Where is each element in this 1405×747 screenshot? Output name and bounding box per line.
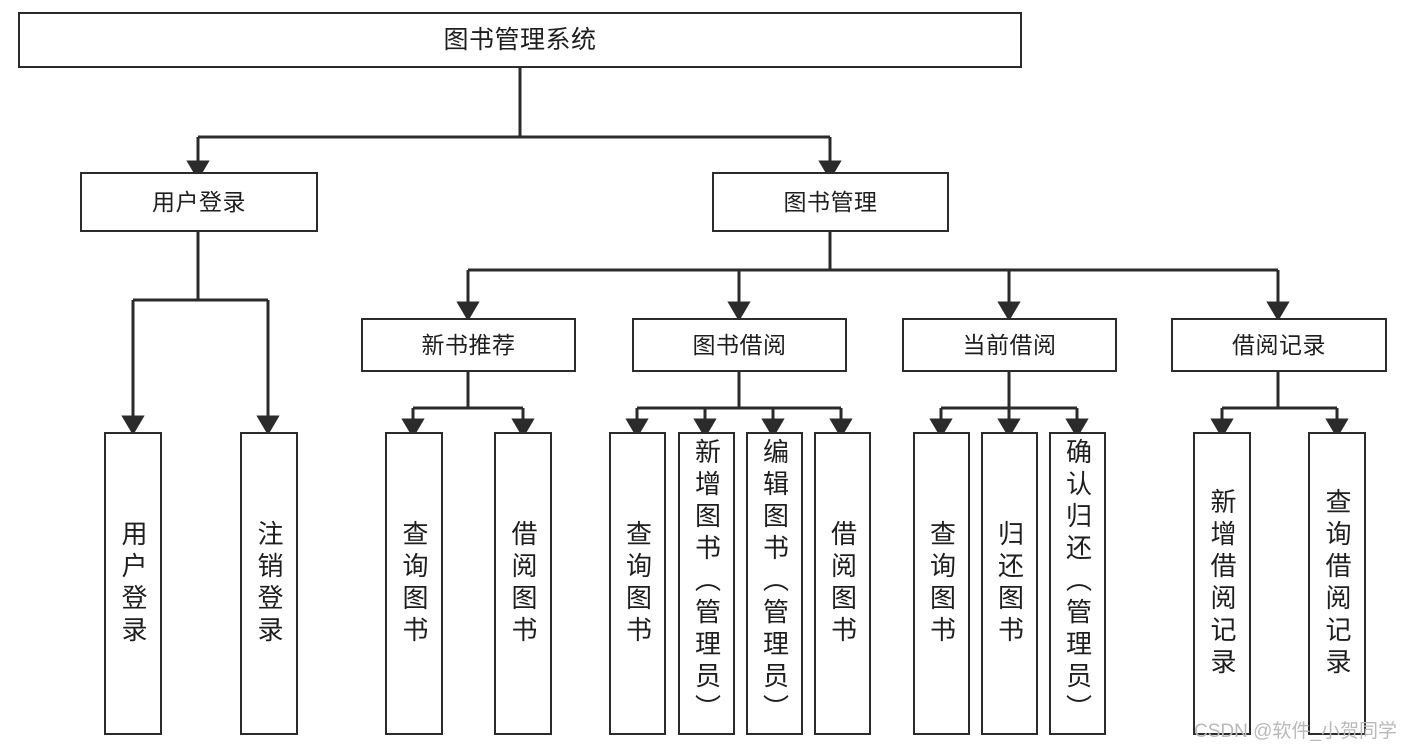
leaf-borrow-record-query-label: 查询借阅记录 bbox=[1322, 487, 1352, 680]
leaf-user-login-signin[interactable]: 用户登录 bbox=[104, 432, 162, 735]
leaf-current-borrow-return-label: 归还图书 bbox=[994, 519, 1025, 648]
leaf-book-borrow-add-label: 新增图书（管理员） bbox=[691, 438, 722, 726]
leaf-current-borrow-confirm-label: 确认归还（管理员） bbox=[1062, 438, 1093, 726]
leaf-current-borrow-query-label: 查询图书 bbox=[926, 519, 957, 648]
leaf-borrow-record-add-label: 新增借阅记录 bbox=[1207, 487, 1237, 680]
node-borrow-record[interactable]: 借阅记录 bbox=[1171, 318, 1387, 372]
leaf-new-book-borrow-label: 借阅图书 bbox=[508, 519, 538, 648]
leaf-new-book-borrow[interactable]: 借阅图书 bbox=[494, 432, 552, 735]
node-book-management[interactable]: 图书管理 bbox=[712, 172, 949, 232]
node-book-borrow[interactable]: 图书借阅 bbox=[632, 318, 847, 372]
node-book-borrow-label: 图书借阅 bbox=[692, 331, 787, 358]
leaf-new-book-query[interactable]: 查询图书 bbox=[385, 432, 443, 735]
node-borrow-record-label: 借阅记录 bbox=[1232, 331, 1326, 358]
leaf-book-borrow-borrow[interactable]: 借阅图书 bbox=[814, 432, 871, 735]
leaf-user-login-signout-label: 注销登录 bbox=[254, 519, 284, 648]
leaf-book-borrow-query-label: 查询图书 bbox=[622, 519, 653, 648]
leaf-book-borrow-edit[interactable]: 编辑图书（管理员） bbox=[746, 432, 803, 735]
leaf-current-borrow-query[interactable]: 查询图书 bbox=[913, 432, 970, 735]
node-root-library-management-system[interactable]: 图书管理系统 bbox=[18, 12, 1022, 68]
leaf-book-borrow-edit-label: 编辑图书（管理员） bbox=[759, 438, 790, 726]
node-current-borrow-label: 当前借阅 bbox=[962, 331, 1057, 358]
leaf-borrow-record-add[interactable]: 新增借阅记录 bbox=[1193, 432, 1251, 735]
node-user-login[interactable]: 用户登录 bbox=[80, 172, 318, 232]
node-user-login-label: 用户登录 bbox=[152, 188, 246, 215]
leaf-user-login-signout[interactable]: 注销登录 bbox=[240, 432, 298, 735]
leaf-current-borrow-return[interactable]: 归还图书 bbox=[981, 432, 1038, 735]
leaf-user-login-signin-label: 用户登录 bbox=[118, 519, 148, 648]
node-current-borrow[interactable]: 当前借阅 bbox=[902, 318, 1117, 372]
node-new-book-recommend-label: 新书推荐 bbox=[421, 331, 516, 358]
node-new-book-recommend[interactable]: 新书推荐 bbox=[361, 318, 576, 372]
leaf-current-borrow-confirm[interactable]: 确认归还（管理员） bbox=[1049, 432, 1106, 735]
node-root-label: 图书管理系统 bbox=[443, 25, 597, 54]
leaf-borrow-record-query[interactable]: 查询借阅记录 bbox=[1308, 432, 1366, 735]
leaf-new-book-query-label: 查询图书 bbox=[399, 519, 429, 648]
leaf-book-borrow-query[interactable]: 查询图书 bbox=[609, 432, 666, 735]
leaf-book-borrow-borrow-label: 借阅图书 bbox=[827, 519, 858, 648]
leaf-book-borrow-add[interactable]: 新增图书（管理员） bbox=[678, 432, 735, 735]
node-book-management-label: 图书管理 bbox=[783, 188, 878, 215]
watermark-credit: CSDN @软件_小贺同学 bbox=[1194, 721, 1397, 742]
